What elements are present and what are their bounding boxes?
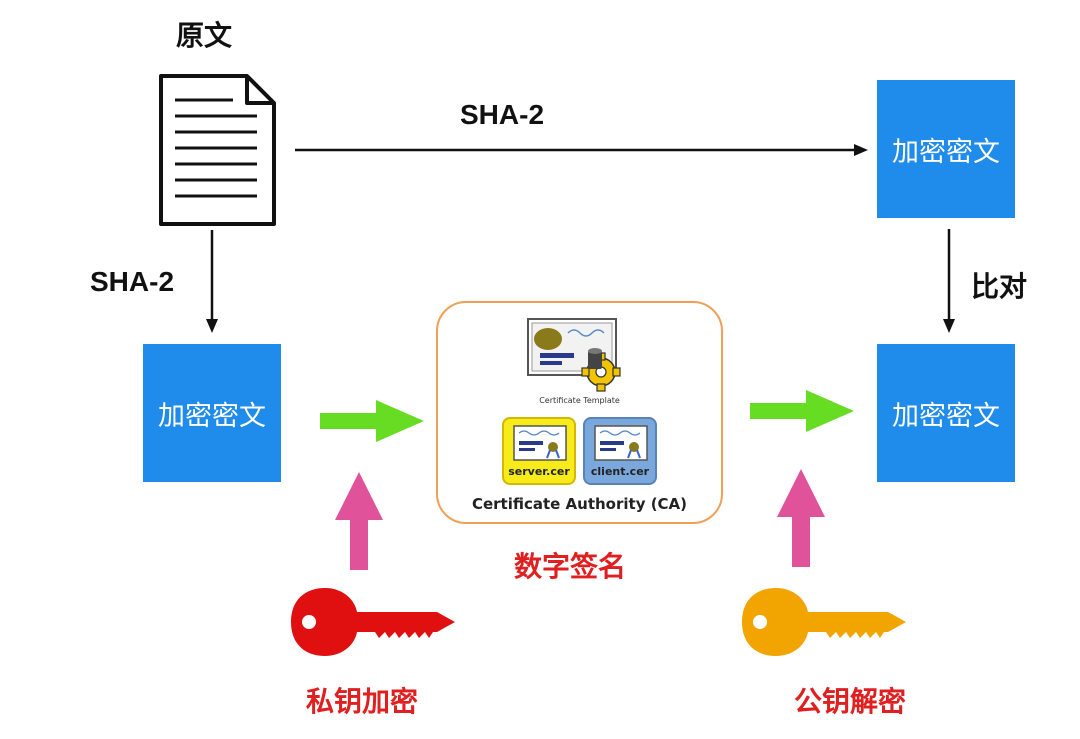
- public-key-icon: [742, 588, 906, 656]
- compare-label: 比对: [971, 270, 1028, 303]
- encrypted-box-right: 加密密文: [877, 344, 1015, 482]
- client-cert-label: client.cer: [590, 465, 650, 478]
- pink-arrow-left: [335, 472, 383, 570]
- encrypted-box-left-label: 加密密文: [158, 400, 266, 432]
- server-cert-label: server.cer: [508, 465, 570, 478]
- document-icon: [159, 74, 276, 226]
- hash-left-label: SHA-2: [90, 266, 175, 297]
- arrow-compare: [943, 229, 955, 333]
- server-cert-card: server.cer: [502, 417, 576, 485]
- green-arrow-left: [320, 400, 424, 442]
- encrypted-box-top-right: 加密密文: [877, 80, 1015, 218]
- digital-signature-label: 数字签名: [514, 550, 627, 583]
- encrypted-box-left: 加密密文: [143, 344, 281, 482]
- private-key-icon: [291, 588, 455, 656]
- certificate-template-label: Certificate Template: [539, 396, 620, 405]
- encrypted-box-top-right-label: 加密密文: [892, 136, 1000, 168]
- green-arrow-right: [750, 390, 854, 432]
- certificate-authority-panel: Certificate Template server.cer client.c…: [436, 301, 723, 524]
- server-cert-icon: [513, 425, 567, 461]
- encrypted-box-right-label: 加密密文: [892, 400, 1000, 432]
- client-cert-icon: [594, 425, 648, 461]
- public-key-label: 公钥解密: [794, 685, 907, 718]
- arrow-original-to-top-right: [295, 144, 868, 156]
- arrow-original-to-left-box: [206, 230, 218, 333]
- original-label: 原文: [176, 19, 233, 52]
- hash-top-label: SHA-2: [460, 99, 545, 130]
- pink-arrow-right: [777, 469, 825, 567]
- certificate-template-icon: [527, 318, 621, 392]
- private-key-label: 私钥加密: [306, 685, 419, 718]
- certificate-authority-title: Certificate Authority (CA): [471, 495, 688, 513]
- client-cert-card: client.cer: [583, 417, 657, 485]
